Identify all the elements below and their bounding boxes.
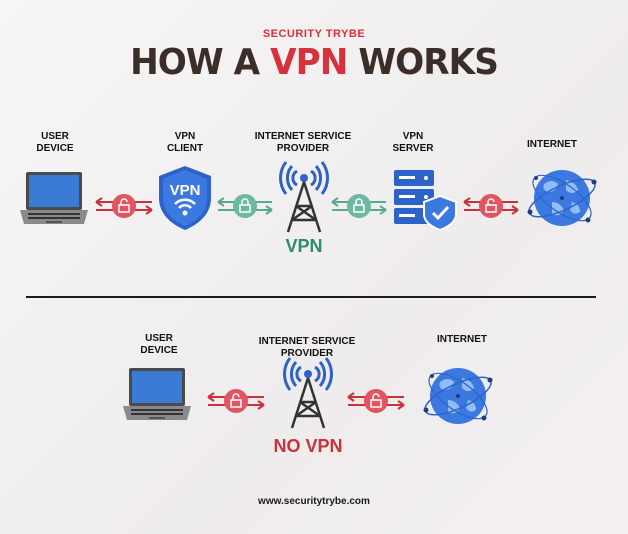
label-line: INTERNET SERVICE	[258, 336, 356, 347]
globe-icon	[527, 170, 597, 226]
label-user-device: USER DEVICE	[20, 131, 90, 155]
brand-name: SECURITY TRYBE	[262, 28, 366, 40]
unencrypted-link-icon	[207, 389, 265, 413]
label-line: PROVIDER	[276, 143, 330, 154]
label-line: USER	[145, 333, 173, 344]
page-title: HOW A VPN WORKS	[16, 42, 613, 83]
encrypted-link-icon	[217, 194, 273, 218]
vpn-shield-icon: VPN	[159, 166, 211, 230]
vpn-server-icon	[394, 170, 457, 230]
label-line: VPN	[174, 131, 196, 142]
title-accent: VPN	[270, 42, 348, 83]
laptop-icon	[123, 368, 191, 420]
label-vpn-client: VPN CLIENT	[150, 131, 220, 155]
globe-icon	[423, 368, 493, 424]
label-internet: INTERNET	[422, 334, 502, 346]
status-no-vpn: NO VPN	[273, 436, 343, 456]
title-prefix: HOW A	[130, 42, 271, 83]
label-line: PROVIDER	[280, 348, 334, 359]
section-divider	[26, 296, 596, 298]
label-line: DEVICE	[140, 345, 178, 356]
label-line: USER	[41, 131, 69, 142]
label-line: VPN	[402, 131, 424, 142]
label-line: DEVICE	[36, 143, 74, 154]
status-vpn: VPN	[285, 236, 323, 256]
label-isp: INTERNET SERVICE PROVIDER	[247, 336, 367, 360]
label-isp: INTERNET SERVICE PROVIDER	[243, 131, 363, 155]
label-user-device: USER DEVICE	[124, 333, 194, 357]
isp-tower-icon	[283, 357, 333, 429]
encrypted-link-icon	[331, 194, 387, 218]
unencrypted-link-icon	[463, 194, 519, 218]
unencrypted-link-icon	[347, 389, 405, 413]
label-line: SERVER	[392, 143, 434, 154]
label-line: INTERNET	[437, 334, 487, 345]
footer-url[interactable]: www.securitytrybe.com	[258, 496, 370, 507]
label-line: INTERNET	[527, 139, 577, 150]
laptop-icon	[20, 172, 88, 224]
unencrypted-link-icon	[95, 194, 153, 218]
label-line: INTERNET SERVICE	[254, 131, 352, 142]
label-vpn-server: VPN SERVER	[378, 131, 448, 155]
label-internet: INTERNET	[512, 139, 592, 151]
isp-tower-icon	[279, 161, 329, 233]
label-line: CLIENT	[166, 143, 204, 154]
vpn-badge-text: VPN	[170, 182, 201, 199]
title-suffix: WORKS	[347, 42, 498, 83]
